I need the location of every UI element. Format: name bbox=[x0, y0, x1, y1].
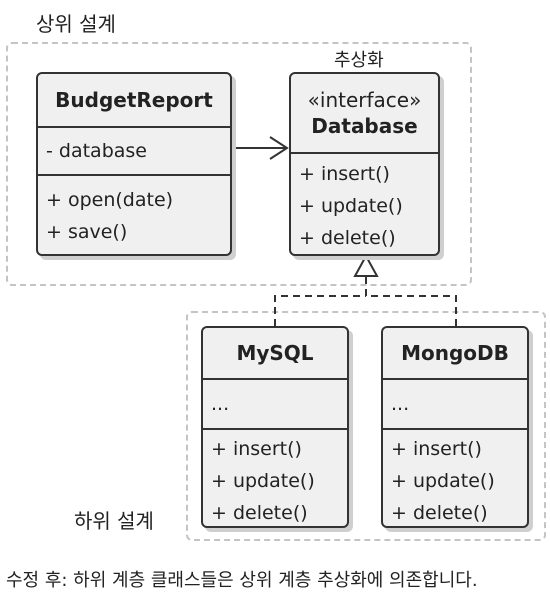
method: + insert() bbox=[391, 438, 482, 460]
upper-layer-label: 상위 설계 bbox=[36, 12, 116, 36]
method: + insert() bbox=[211, 438, 302, 460]
realization-triangle bbox=[353, 253, 379, 277]
class-header: MongoDB bbox=[383, 328, 527, 378]
interface-database: «interface» Database + insert() + update… bbox=[289, 72, 440, 256]
stereotype: «interface» bbox=[307, 88, 422, 112]
class-mongodb: MongoDB ... + insert() + update() + dele… bbox=[381, 326, 529, 528]
lower-layer-label: 하위 설계 bbox=[74, 509, 154, 533]
class-methods: + open(date) + save() bbox=[38, 174, 230, 254]
class-name: BudgetReport bbox=[55, 88, 213, 112]
class-name: MongoDB bbox=[401, 341, 509, 365]
class-header: MySQL bbox=[203, 328, 347, 378]
class-fields: - database bbox=[38, 126, 230, 174]
method: + update() bbox=[391, 470, 495, 492]
class-header: BudgetReport bbox=[38, 74, 230, 126]
class-name: Database bbox=[311, 114, 418, 138]
class-mysql: MySQL ... + insert() + update() + delete… bbox=[201, 326, 349, 528]
class-methods: + insert() + update() + delete() bbox=[383, 428, 527, 526]
method: + update() bbox=[211, 470, 315, 492]
realization-line-mongodb bbox=[366, 295, 457, 326]
field: - database bbox=[46, 140, 147, 162]
upper-layer-frame bbox=[6, 42, 472, 286]
lower-layer-frame bbox=[186, 311, 546, 541]
dependency-arrow-head bbox=[269, 136, 289, 160]
abstraction-label: 추상화 bbox=[334, 50, 384, 71]
class-methods: + insert() + update() + delete() bbox=[203, 428, 347, 526]
class-fields: ... bbox=[203, 378, 347, 428]
class-name: MySQL bbox=[236, 341, 314, 365]
method: + update() bbox=[299, 195, 403, 217]
method: + delete() bbox=[391, 502, 488, 524]
class-methods: + insert() + update() + delete() bbox=[291, 152, 438, 254]
field: ... bbox=[211, 393, 230, 415]
field: ... bbox=[391, 393, 410, 415]
method: + save() bbox=[46, 221, 128, 243]
class-budget-report: BudgetReport - database + open(date) + s… bbox=[36, 72, 232, 256]
method: + delete() bbox=[211, 502, 308, 524]
realization-line-mysql bbox=[274, 295, 366, 326]
method: + delete() bbox=[299, 227, 396, 249]
method: + insert() bbox=[299, 163, 390, 185]
diagram-caption: 수정 후: 하위 계층 클래스들은 상위 계층 추상화에 의존합니다. bbox=[6, 570, 478, 591]
method: + open(date) bbox=[46, 189, 174, 211]
class-fields: ... bbox=[383, 378, 527, 428]
class-header: «interface» Database bbox=[291, 74, 438, 152]
